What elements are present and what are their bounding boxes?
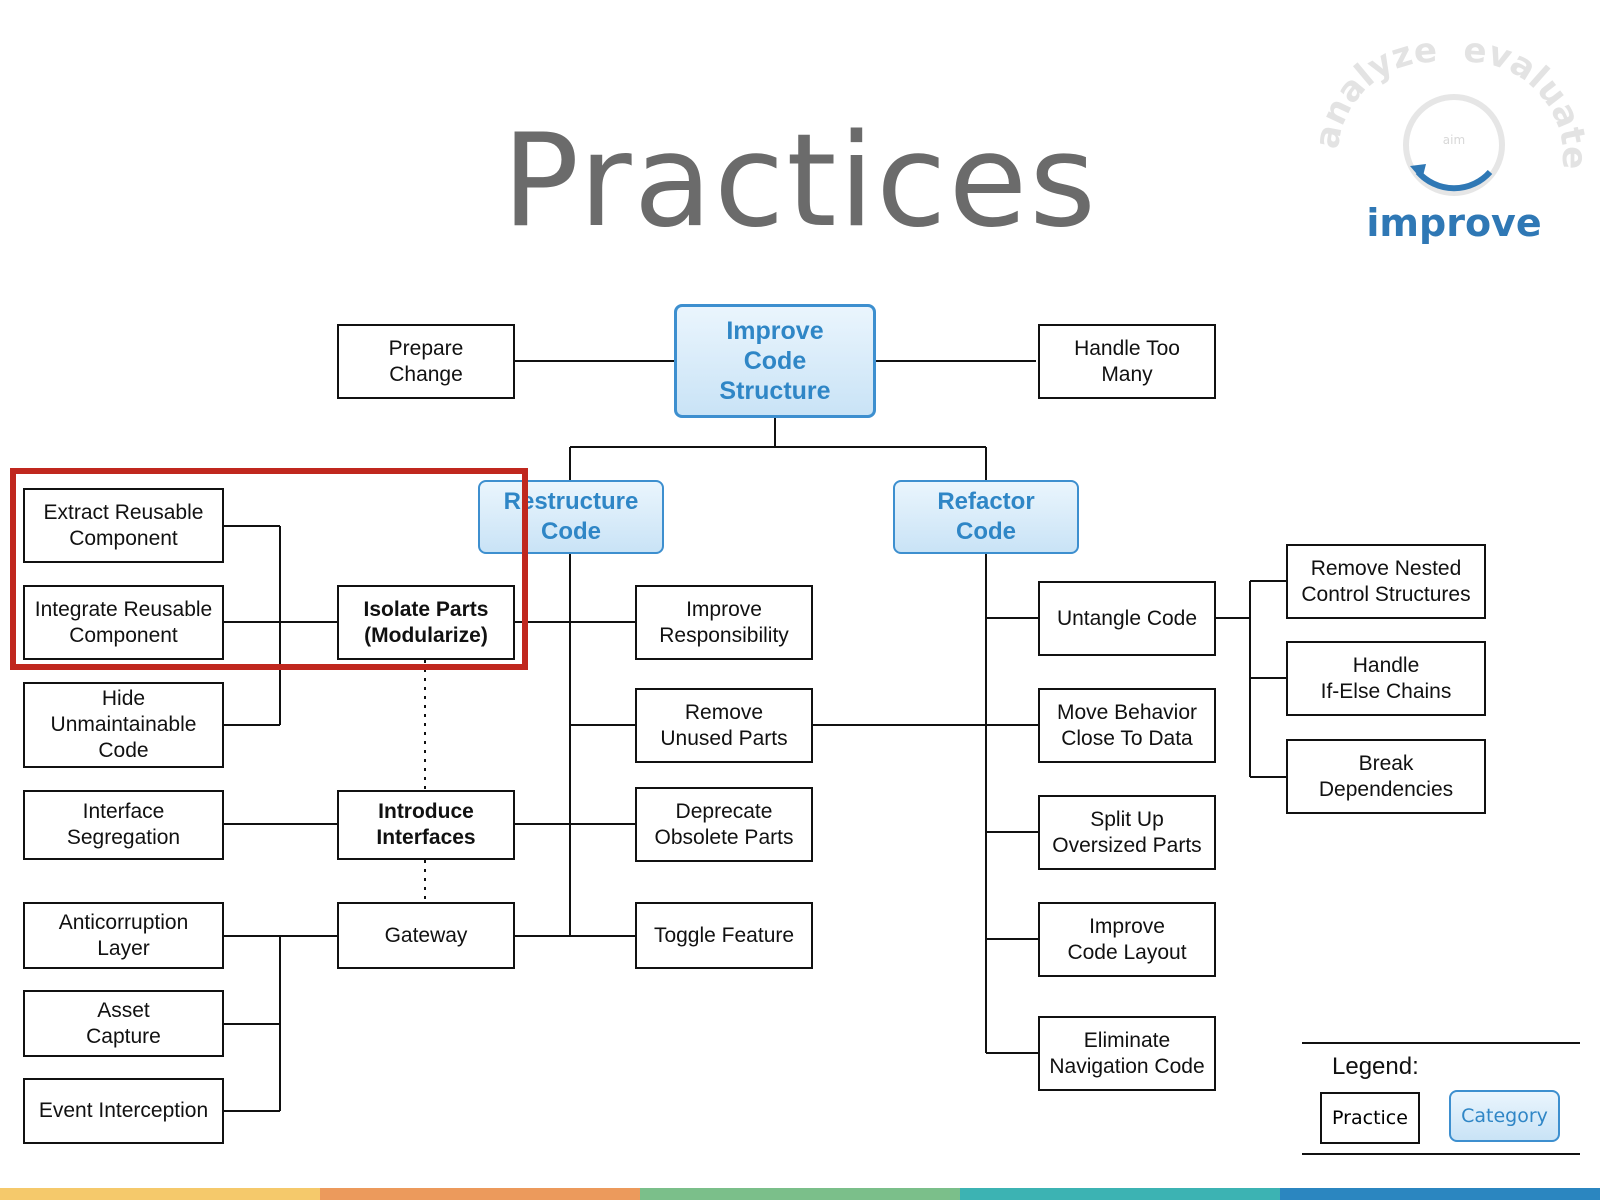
practice-untangle-code[interactable]: Untangle Code <box>1038 581 1216 656</box>
category-refactor-code[interactable]: Refactor Code <box>893 480 1079 554</box>
bottom-color-segment <box>1280 1188 1600 1200</box>
practice-split-up-oversized-parts[interactable]: Split Up Oversized Parts <box>1038 795 1216 870</box>
practice-interface-segregation[interactable]: Interface Segregation <box>23 790 224 860</box>
practice-remove-nested-control-structures[interactable]: Remove Nested Control Structures <box>1286 544 1486 619</box>
practice-improve-responsibility[interactable]: Improve Responsibility <box>635 585 813 660</box>
practice-improve-code-layout[interactable]: Improve Code Layout <box>1038 902 1216 977</box>
bottom-color-segment <box>0 1188 320 1200</box>
bottom-color-segment <box>320 1188 640 1200</box>
practice-prepare-change[interactable]: Prepare Change <box>337 324 515 399</box>
practice-integrate-reusable-component[interactable]: Integrate Reusable Component <box>23 585 224 660</box>
practice-handle-too-many[interactable]: Handle Too Many <box>1038 324 1216 399</box>
category-improve-code-structure[interactable]: Improve Code Structure <box>674 304 876 418</box>
logo-center-mark: aim <box>1443 133 1465 147</box>
page-title: Practices <box>502 107 1098 256</box>
category-restructure-code[interactable]: Restructure Code <box>478 480 664 554</box>
practice-anticorruption-layer[interactable]: Anticorruption Layer <box>23 902 224 969</box>
legend-category-sample: Category <box>1449 1090 1560 1142</box>
practice-toggle-feature[interactable]: Toggle Feature <box>635 902 813 969</box>
svg-text:analyze: analyze <box>1318 40 1438 152</box>
bottom-color-segment <box>960 1188 1280 1200</box>
practice-hide-unmaintainable-code[interactable]: Hide Unmaintainable Code <box>23 682 224 768</box>
improve-logo-icon: analyze evaluate aim improve <box>1318 40 1588 245</box>
legend-title: Legend: <box>1332 1053 1419 1080</box>
practice-move-behavior[interactable]: Move Behavior Close To Data <box>1038 688 1216 763</box>
practice-break-dependencies[interactable]: Break Dependencies <box>1286 739 1486 814</box>
legend-practice-sample: Practice <box>1320 1092 1420 1144</box>
practice-deprecate-obsolete-parts[interactable]: Deprecate Obsolete Parts <box>635 787 813 862</box>
practice-remove-unused-parts[interactable]: Remove Unused Parts <box>635 688 813 763</box>
logo-arc-left: analyze <box>1318 40 1438 152</box>
logo-text: improve <box>1366 201 1541 245</box>
practice-isolate-parts[interactable]: Isolate Parts (Modularize) <box>337 585 515 660</box>
practice-event-interception[interactable]: Event Interception <box>23 1078 224 1144</box>
practice-eliminate-navigation-code[interactable]: Eliminate Navigation Code <box>1038 1016 1216 1091</box>
practice-asset-capture[interactable]: Asset Capture <box>23 990 224 1057</box>
practice-introduce-interfaces[interactable]: Introduce Interfaces <box>337 790 515 860</box>
practice-extract-reusable-component[interactable]: Extract Reusable Component <box>23 488 224 563</box>
practice-handle-if-else-chains[interactable]: Handle If-Else Chains <box>1286 641 1486 716</box>
bottom-color-segment <box>640 1188 960 1200</box>
practice-gateway[interactable]: Gateway <box>337 902 515 969</box>
